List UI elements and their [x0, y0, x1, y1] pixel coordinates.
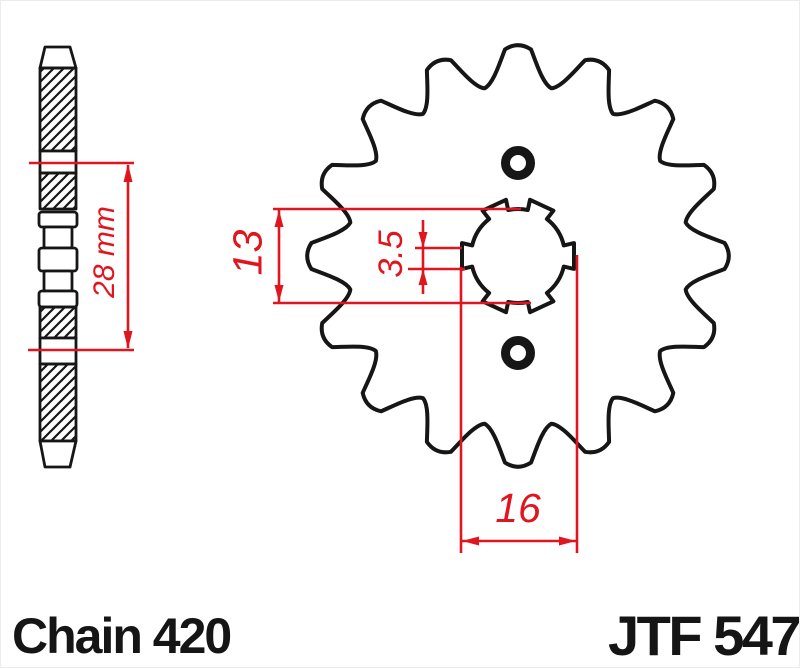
bolt-hole-top: [501, 146, 535, 180]
dim-35-arrow-down: [418, 232, 428, 248]
side-spline-block: [42, 225, 74, 250]
chain-standard-label: Chain 420: [12, 608, 232, 664]
dim-16-arrow-right: [559, 536, 576, 546]
dim-28-arrow-up: [123, 164, 133, 182]
part-number-label: JTF 547: [608, 604, 800, 667]
side-top-chamfer: [38, 45, 78, 70]
side-hatch-4: [38, 362, 78, 443]
bolt-hole-bottom: [501, 336, 535, 370]
dim-13-arrow-up: [274, 210, 284, 227]
dim-28-arrow-down: [123, 331, 133, 349]
gear-outline: [305, 43, 731, 469]
side-hatch-1: [38, 66, 78, 153]
side-spline-block: [42, 269, 74, 293]
dim-13-arrow-down: [274, 285, 284, 302]
front-view: [305, 43, 731, 469]
dim-35-arrow-up: [418, 269, 428, 285]
side-spline-block: [37, 289, 79, 309]
side-spline-block: [37, 246, 79, 273]
side-bottom-chamfer: [38, 439, 78, 469]
side-spline-block: [37, 210, 79, 229]
spline-bore: [460, 197, 576, 315]
dim-16-arrow-left: [462, 536, 479, 546]
dimension-lines: [28, 161, 579, 553]
side-hatch-2: [38, 171, 78, 211]
side-view: [37, 45, 79, 469]
side-hatch-3: [38, 305, 78, 340]
